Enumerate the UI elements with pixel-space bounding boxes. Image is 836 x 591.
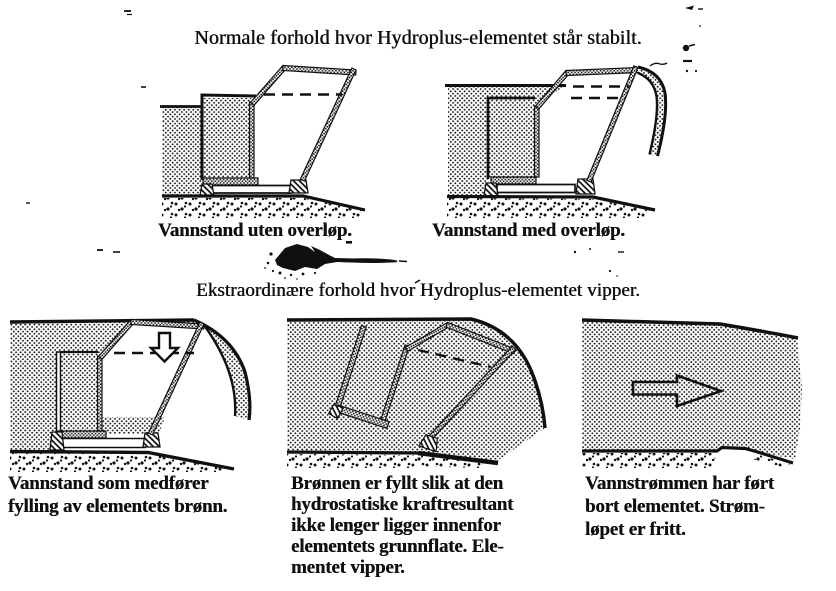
- caption-well-filling: Vannstand som medfører fylling av elemen…: [8, 473, 228, 517]
- ground-line: [286, 450, 419, 455]
- ground-texture: [287, 454, 418, 468]
- caption-element-washed-away: Vannstrømmen har ført bort elementet. St…: [585, 473, 774, 540]
- ink-blot: [264, 241, 408, 280]
- diagram-no-overflow: [160, 64, 366, 218]
- caption-element-tipping: Brønnen er fyllt slik at den hydrostatis…: [291, 473, 514, 578]
- diagram-free-flow: [582, 318, 802, 468]
- diagram-with-overflow: [445, 62, 668, 218]
- section-1-title: Normale forhold hvor Hydroplus-elementet…: [194, 27, 642, 49]
- scan-scribble: [649, 62, 668, 67]
- ground-slope-line: [417, 450, 499, 466]
- ground-texture: [414, 455, 483, 468]
- fusegate-element: [248, 64, 357, 182]
- well-wall: [200, 93, 257, 180]
- caption-no-overflow: Vannstand uten overløp.: [158, 220, 352, 241]
- well-wall: [486, 96, 535, 179]
- jet-outer-edge: [193, 318, 252, 421]
- diagram-well-filling: [9, 318, 252, 472]
- down-arrow-icon: [148, 331, 181, 364]
- caption-with-overflow: Vannstand med overløp.: [432, 220, 625, 241]
- overflow-jet: [637, 65, 668, 157]
- section-2-title: Ekstraordinære forhold hvor Hydroplus-el…: [196, 280, 640, 301]
- well-water: [203, 98, 252, 178]
- ground-texture: [10, 453, 228, 472]
- ground-texture: [582, 453, 717, 468]
- reservoir-water: [162, 106, 202, 196]
- fusegate-element: [533, 65, 639, 183]
- well-pool: [102, 417, 165, 434]
- base-slab: [211, 184, 292, 194]
- ground-line: [582, 445, 794, 465]
- ground-line: [9, 449, 235, 471]
- jet-inner-edge: [203, 324, 237, 417]
- flow-arrow-icon: [631, 373, 725, 408]
- well-wall: [55, 351, 62, 434]
- fusegate-element: [96, 318, 205, 436]
- water-surface-line: [582, 318, 799, 340]
- ground-texture: [162, 198, 363, 218]
- flood-water: [287, 319, 545, 461]
- base-slab: [496, 183, 576, 194]
- ground-line: [162, 194, 366, 212]
- ground-texture: [752, 454, 790, 468]
- ground-line: [446, 194, 656, 212]
- base-slab: [61, 437, 146, 449]
- water-surface-line: [286, 317, 547, 429]
- reservoir-water: [448, 85, 566, 196]
- fusegate-element-tipped: [327, 321, 517, 453]
- ground-texture: [447, 198, 652, 218]
- diagram-element-tipping: [286, 317, 547, 468]
